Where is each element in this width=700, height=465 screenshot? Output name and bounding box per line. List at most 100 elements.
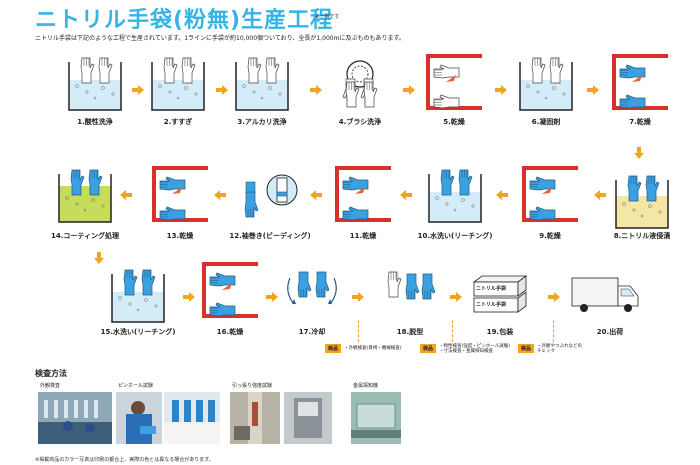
shipping-truck-icon	[571, 277, 639, 312]
coagulant-tank-icon	[516, 52, 576, 112]
leaching-tank-icon	[425, 164, 485, 224]
arrow-right-icon	[450, 292, 462, 302]
footnote: ※掲載商品のカラー写真は印刷の都合上、実際の色とは異なる場合があります。	[35, 457, 214, 463]
stripping-icon	[387, 271, 436, 300]
step-6-label: 6.凝固剤	[531, 118, 561, 126]
arrow-left-icon	[310, 190, 322, 200]
step-18-stripping	[380, 264, 440, 324]
step-4-brush-wash	[330, 52, 390, 112]
page-title: ニトリル手袋(粉無)生産工程	[35, 8, 334, 33]
step-11-label: 11.乾燥	[349, 232, 377, 240]
pinhole-test-photo	[116, 392, 162, 444]
inspection-tag: 検品	[420, 344, 437, 353]
step-12-label: 12.袖巻き(ビーディング)	[229, 232, 311, 240]
step-5-label: 5.乾燥	[443, 118, 465, 126]
alkali-wash-tank-icon	[232, 52, 292, 112]
step-18-label: 18.脱型	[396, 328, 424, 336]
arrow-down-icon	[94, 252, 104, 264]
step-3-alkali-wash	[232, 52, 292, 112]
inspection-connector	[358, 320, 359, 342]
rinse-tank-icon	[148, 52, 208, 112]
arrow-down-icon	[634, 147, 644, 159]
appearance-inspection-photo	[38, 392, 112, 444]
pinhole-test-photo-2	[164, 392, 220, 444]
step-6-coagulant	[516, 52, 576, 112]
step-17-cooling	[282, 264, 342, 324]
step-3-label: 3.アルカリ洗浄	[237, 118, 287, 126]
arrow-right-icon	[587, 85, 599, 95]
step-2-rinse	[148, 52, 208, 112]
step-16-label: 16.乾燥	[216, 328, 244, 336]
arrow-left-icon	[400, 190, 412, 200]
acid-wash-tank-icon	[65, 52, 125, 112]
arrow-right-icon	[352, 292, 364, 302]
step-10-leaching	[425, 164, 485, 224]
inspection-tag: 検品	[518, 344, 535, 353]
arrow-right-icon	[495, 85, 507, 95]
step-7-label: 7.乾燥	[629, 118, 651, 126]
step-13-dry	[150, 164, 210, 224]
arrow-left-icon	[120, 190, 132, 200]
step-19-packaging: ニトリル手袋 ニトリル手袋	[470, 268, 530, 328]
arrow-right-icon	[266, 292, 278, 302]
step-13-label: 13.乾燥	[166, 232, 194, 240]
step-15-label: 15.水洗い(リーチング)	[100, 328, 176, 336]
arrow-right-icon	[548, 292, 560, 302]
nitrile-dip-tank-icon	[615, 175, 669, 229]
oven-dry-icon	[520, 164, 580, 224]
step-8-label: 8.ニトリル液侵漬	[613, 232, 671, 240]
step-17-label: 17.冷却	[298, 328, 326, 336]
packaging-box-icon	[472, 275, 528, 313]
step-7-dry	[610, 52, 670, 112]
inspection-connector	[452, 320, 453, 342]
arrow-right-icon	[310, 85, 322, 95]
cooling-icon	[287, 271, 337, 305]
step-1-label: 1.酸性洗浄	[77, 118, 113, 126]
step-14-coating	[55, 164, 115, 224]
method-label-metal-detector: 金属探知機	[353, 383, 379, 389]
oven-dry-icon	[200, 260, 260, 320]
arrow-right-icon	[216, 85, 228, 95]
step-8-nitrile-dip	[612, 170, 672, 230]
arrow-right-icon	[183, 292, 195, 302]
method-label-pinhole: ピンホール試験	[118, 383, 154, 389]
oven-dry-icon	[610, 52, 670, 112]
box-label-top: ニトリル手袋	[476, 286, 507, 292]
inspection-note-1: 検品 ・外観検査(目視・機械検査)	[325, 343, 402, 354]
step-11-dry	[333, 164, 393, 224]
step-12-beading	[240, 168, 300, 228]
inspection-text: ・物性検査(強度・ピンホール試験) ・寸法検査・金属探知検査	[439, 343, 511, 354]
leaching-tank-icon	[108, 264, 168, 324]
arrow-left-icon	[594, 190, 606, 200]
step-10-label: 10.水洗い(リーチング)	[417, 232, 493, 240]
step-19-label: 19.包装	[486, 328, 514, 336]
step-16-dry	[200, 260, 260, 320]
step-2-label: 2.すすぎ	[163, 118, 193, 126]
arrow-right-icon	[132, 85, 144, 95]
arrow-left-icon	[214, 190, 226, 200]
step-4-label: 4.ブラシ洗浄	[338, 118, 382, 126]
arrow-left-icon	[496, 190, 508, 200]
method-label-tensile: 引っ張り強度試験	[232, 383, 273, 389]
step-20-shipping	[568, 268, 648, 328]
step-15-leaching	[108, 264, 168, 324]
inspection-text: ・外観検査(目視・機械検査)	[344, 346, 402, 351]
brush-wash-icon	[342, 60, 378, 108]
step-9-dry	[520, 164, 580, 224]
step-20-label: 20.出荷	[596, 328, 624, 336]
arrow-right-icon	[403, 85, 415, 95]
oven-dry-icon	[424, 52, 484, 112]
inspection-note-2: 検品 ・物性検査(強度・ピンホール試験) ・寸法検査・金属探知検査	[420, 343, 510, 354]
beading-icon	[244, 174, 298, 218]
method-label-appearance: 外観検査	[40, 383, 61, 389]
intro-text: ニトリル手袋は下記のような工程で生産されています。1ラインに手袋が約10,000…	[35, 35, 405, 42]
inspection-tag: 検品	[325, 344, 342, 353]
tensile-test-photo	[230, 392, 280, 444]
step-14-label: 14.コーティング処理	[51, 232, 119, 240]
inspection-methods-title: 検査方法	[35, 369, 67, 378]
step-1-acid-wash	[65, 52, 125, 112]
step-9-label: 9.乾燥	[539, 232, 561, 240]
coating-tank-icon	[58, 169, 112, 223]
box-label-bottom: ニトリル手袋	[476, 302, 507, 308]
inspection-note-3: 検品 ・外観やつぶれなどの チェック	[518, 343, 582, 354]
